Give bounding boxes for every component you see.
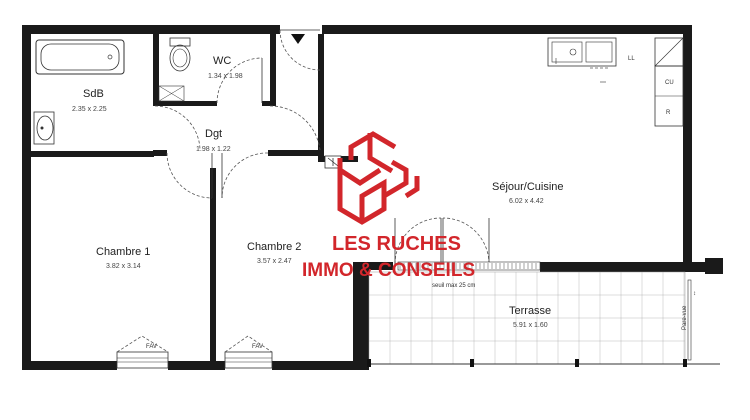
window-chambre1: [116, 335, 169, 369]
les-ruches-logo: LES RUCHES IMMO & CONSEILS: [302, 131, 475, 281]
pare-vue-screen: [687, 279, 692, 361]
exterior-walls: [22, 25, 723, 370]
cu-label: CU: [665, 80, 674, 86]
ll-label: LL: [628, 56, 635, 62]
washbasin: [33, 111, 55, 145]
pare-vue-mark: ↕: [693, 291, 696, 297]
room-dims-wc: 1.34 x 1.98: [208, 73, 243, 80]
room-name-wc: WC: [213, 55, 231, 67]
fav-label-1: FAV: [146, 344, 157, 350]
doors: [154, 29, 490, 265]
room-name-dgt: Dgt: [205, 128, 222, 140]
room-name-sdb: SdB: [83, 88, 104, 100]
logo-line2: IMMO & CONSEILS: [302, 260, 475, 281]
window-chambre2: [224, 335, 273, 369]
room-name-chambre1: Chambre 1: [96, 246, 150, 258]
kitchen-counter: [547, 37, 684, 127]
room-dims-terrasse: 5.91 x 1.60: [513, 322, 548, 329]
entrance-arrow-icon: [291, 34, 305, 44]
interior-walls: [31, 34, 358, 361]
threshold-label: seuil max 25 cm: [432, 283, 475, 289]
bathtub: [35, 39, 125, 75]
room-dims-sdb: 2.35 x 2.25: [72, 106, 107, 113]
room-dims-chambre1: 3.82 x 3.14: [106, 263, 141, 270]
room-name-terrasse: Terrasse: [509, 305, 551, 317]
room-dims-chambre2: 3.57 x 2.47: [257, 258, 292, 265]
room-name-chambre2: Chambre 2: [247, 241, 301, 253]
toilet: [169, 37, 191, 72]
terrace-railing: [367, 359, 720, 367]
terrace-tiles: [368, 271, 686, 365]
pare-vue-label: Pare-vue: [682, 305, 688, 330]
wc-closet: [158, 85, 185, 102]
r-label: R: [666, 110, 671, 116]
room-dims-sejour: 6.02 x 4.42: [509, 198, 544, 205]
terrace-threshold: [397, 261, 541, 271]
room-name-sejour: Séjour/Cuisine: [492, 181, 564, 193]
fav-label-2: FAV: [252, 344, 263, 350]
room-dims-dgt: 1.98 x 1.22: [196, 146, 231, 153]
logo-line1: LES RUCHES: [332, 233, 461, 255]
